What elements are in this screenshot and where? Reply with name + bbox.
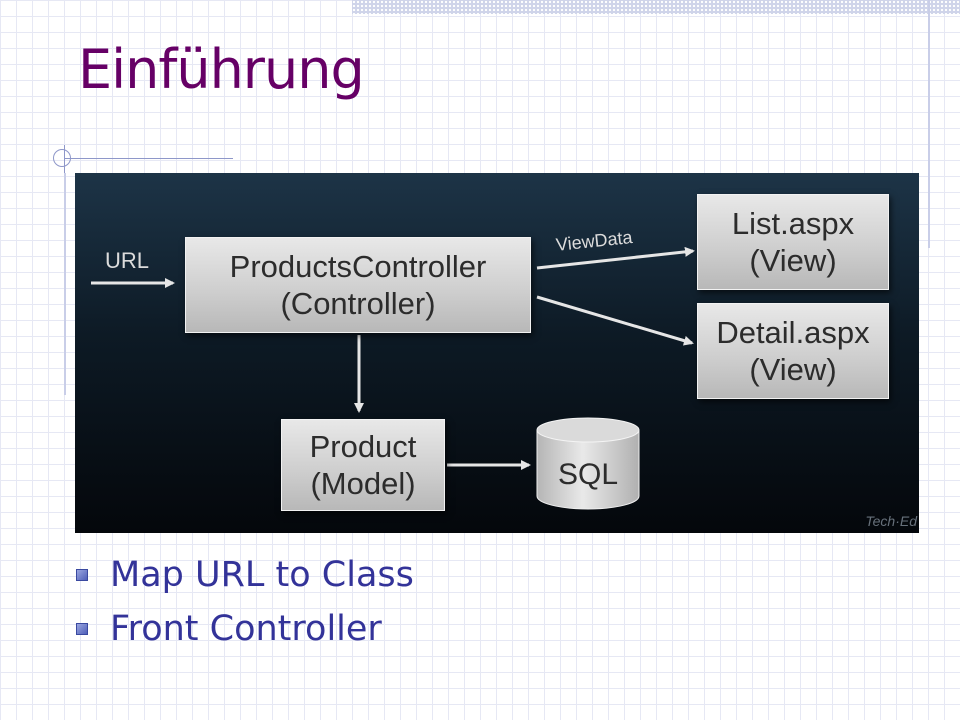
square-bullet-icon — [76, 623, 88, 635]
crosshair-circle-icon — [53, 149, 71, 167]
top-decoration-band — [352, 0, 960, 14]
detail-view-box: Detail.aspx (View) — [697, 303, 889, 399]
slide-title: Einführung — [78, 38, 365, 101]
title-underline — [65, 158, 233, 159]
detail-arrow — [536, 295, 694, 346]
model-box: Product (Model) — [281, 419, 445, 511]
teched-watermark: Tech·Ed — [865, 513, 917, 529]
square-bullet-icon — [76, 569, 88, 581]
model-name: Product — [309, 429, 417, 464]
bullet-text: Map URL to Class — [110, 555, 414, 595]
database-cylinder: SQL — [535, 416, 641, 512]
detail-view-name: Detail.aspx — [716, 315, 870, 350]
right-decoration-line — [928, 0, 930, 248]
list-view-role: (View) — [749, 243, 837, 278]
viewdata-arrow — [536, 246, 695, 270]
detail-view-role: (View) — [749, 352, 837, 387]
list-view-box: List.aspx (View) — [697, 194, 889, 290]
database-icon — [536, 417, 640, 510]
bullet-list: Map URL to Class Front Controller — [76, 548, 414, 656]
controller-role: (Controller) — [280, 286, 436, 321]
mvc-diagram: URL ViewData ProductsController (Control… — [75, 173, 919, 533]
bullet-text: Front Controller — [110, 609, 382, 649]
left-decoration-line — [64, 173, 66, 395]
list-view-name: List.aspx — [731, 206, 855, 241]
controller-name: ProductsController — [229, 249, 487, 284]
url-label: URL — [105, 248, 150, 273]
diagram-arrows — [91, 246, 695, 470]
model-role: (Model) — [310, 466, 416, 501]
database-label: SQL — [557, 458, 619, 491]
controller-box: ProductsController (Controller) — [185, 237, 531, 333]
bullet-item: Front Controller — [76, 602, 414, 656]
bullet-item: Map URL to Class — [76, 548, 414, 602]
